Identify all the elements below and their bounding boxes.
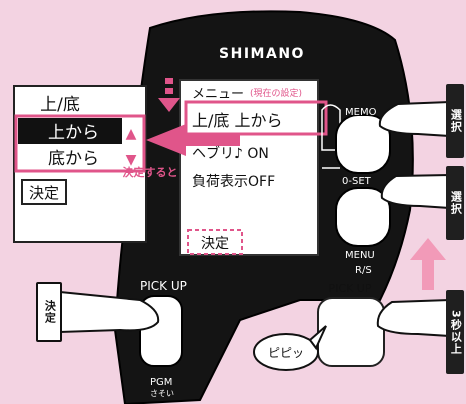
confirm-tab: 決定: [36, 282, 62, 342]
zoom-arrow-up-icon: ▲: [126, 126, 137, 142]
zoom-title: 上/底: [40, 95, 80, 115]
memo-button[interactable]: [335, 114, 391, 174]
menu-button[interactable]: [335, 187, 391, 247]
zoom-confirm[interactable]: 決定: [29, 184, 59, 202]
zero-set-label: 0-SET: [342, 176, 372, 187]
callout-after-confirm: 決定すると: [123, 165, 178, 179]
zoom-highlight: [14, 114, 146, 173]
hand-right-bottom: [376, 298, 451, 338]
zoom-arrow-down-icon: ▼: [126, 152, 137, 168]
memo-label: MEMO: [345, 107, 377, 118]
menu-label: MENU: [345, 250, 375, 261]
zoom-confirm-box: [21, 179, 67, 205]
zoom-option-selected[interactable]: 上から: [48, 123, 99, 143]
pick-up-label: PICK UP: [140, 279, 187, 293]
lcd-line2: 上/底 上から: [192, 111, 282, 130]
hold-tab-label: 3秒以上: [449, 309, 463, 355]
pointer-arrow: [146, 124, 240, 156]
rs-label: R/S: [355, 265, 372, 276]
hand-right-mid: [380, 173, 451, 210]
lcd-current-setting: (現在の設定): [250, 87, 302, 99]
lcd-screen: [179, 79, 319, 256]
lcd-confirm-highlight: [187, 229, 243, 255]
lcd-line1: メニュー: [192, 87, 244, 102]
down-arrow-dashed: [158, 98, 180, 112]
lcd-line4: 負荷表示OFF: [192, 174, 275, 190]
select-tab-1: 選択: [446, 84, 464, 158]
sound-label: ピピッ: [268, 346, 304, 360]
zoom-option-other[interactable]: 底から: [48, 149, 99, 169]
select-tab-2-label: 選択: [449, 191, 463, 215]
pgm-label: PGM: [150, 377, 172, 388]
lcd-highlight: [184, 100, 328, 136]
lcd-line3: ヘブリ♪ ON: [192, 145, 269, 162]
hand-left: [59, 290, 160, 334]
confirm-tab-label: 決定: [43, 300, 57, 324]
pick-up-lower-label: PICK UP: [329, 282, 372, 295]
select-tab-2: 選択: [446, 166, 464, 240]
zoom-panel: [13, 85, 147, 243]
hand-right-top: [378, 100, 451, 138]
hold-tab: 3秒以上: [446, 290, 464, 374]
sound-bubble: [253, 333, 319, 371]
pick-up-lower-button[interactable]: [317, 297, 385, 367]
lcd-line5: 決定: [201, 236, 229, 252]
select-tab-1-label: 選択: [449, 109, 463, 133]
pgm-sub-label: さそい: [150, 389, 174, 398]
brand-logo: SHIMANO: [219, 46, 305, 62]
zoom-selected-row-bg: [18, 118, 122, 144]
up-arrow: [410, 238, 446, 290]
